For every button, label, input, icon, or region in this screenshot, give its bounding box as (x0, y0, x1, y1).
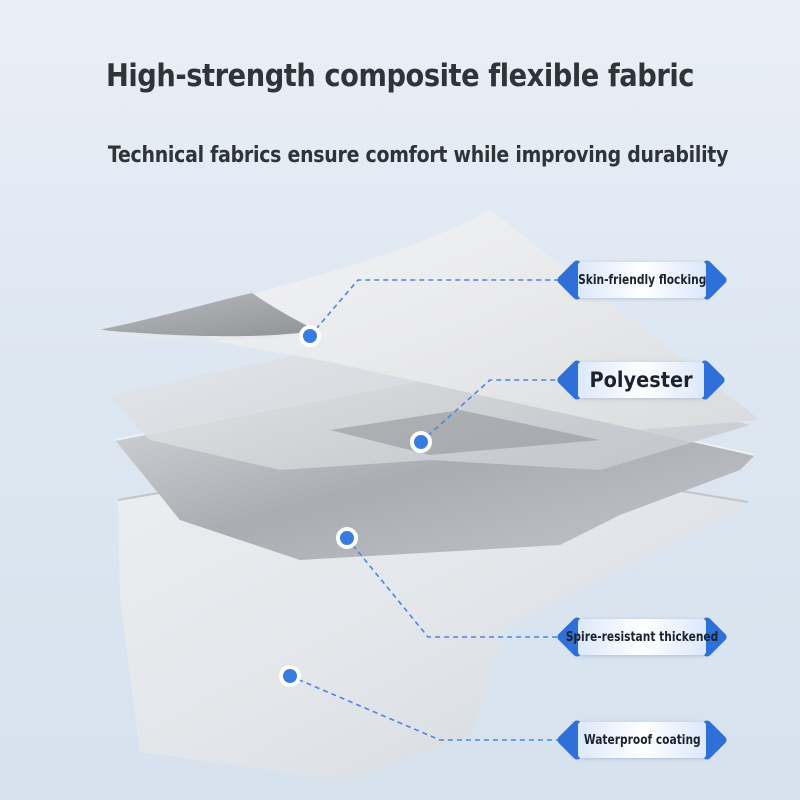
layer-dot-icon (299, 325, 321, 347)
label-polyester: Polyester (566, 362, 716, 398)
page-subtitle: Technical fabrics ensure comfort while i… (107, 143, 729, 168)
leader-lines (289, 279, 565, 741)
layer-dot-icon (410, 431, 432, 453)
layer-flocking-curl (98, 293, 320, 337)
layer-dot-icon (336, 527, 358, 549)
layer-dot-icon (279, 665, 301, 687)
label-skin-friendly-flocking: Skin-friendly flocking (566, 262, 718, 298)
label-waterproof-coating: Waterproof coating (566, 722, 718, 758)
page-title: High-strength composite flexible fabric (105, 58, 695, 94)
layer-polyester (108, 330, 750, 470)
label-spire-resistant-thickened: Spire-resistant thickened (566, 619, 718, 655)
